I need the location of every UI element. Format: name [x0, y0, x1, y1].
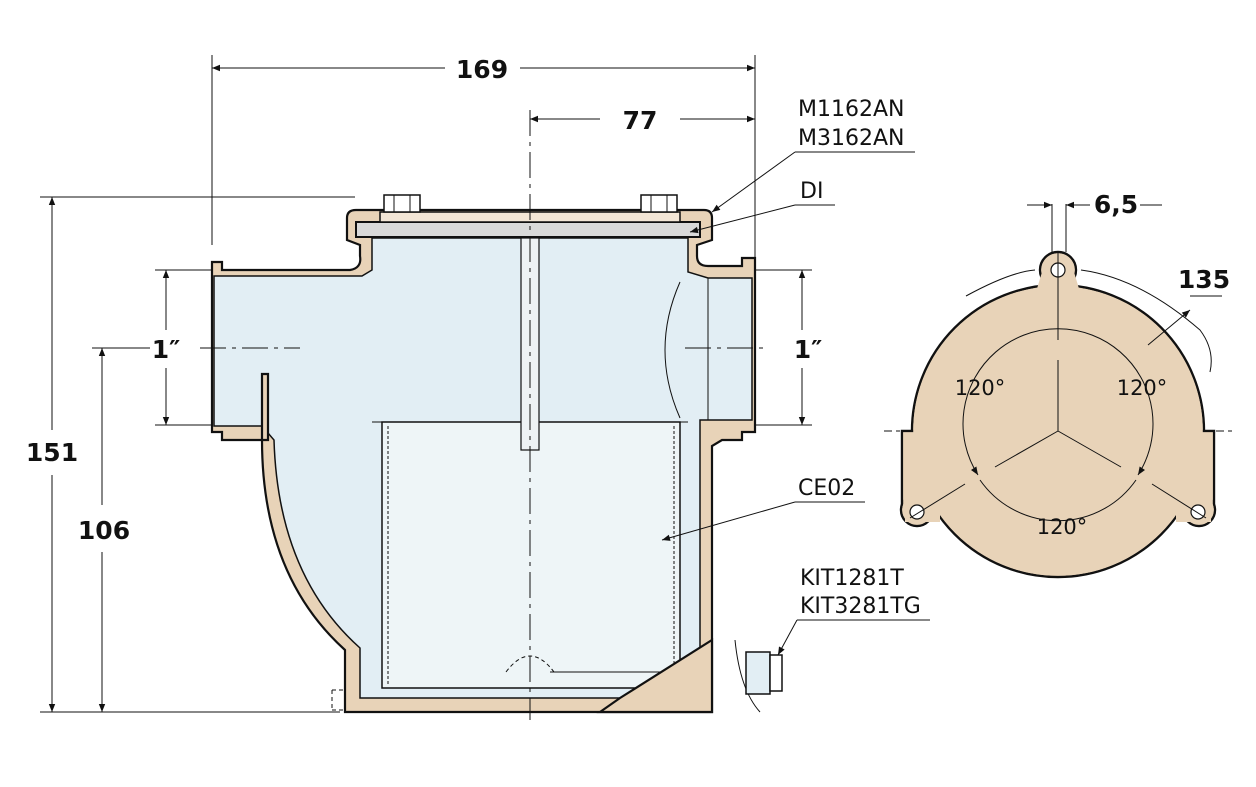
dim-overall-width: 169	[456, 55, 508, 84]
bolt-left	[383, 194, 421, 213]
bolt-right	[640, 194, 678, 213]
gasket-plate	[355, 221, 701, 238]
label-gasket: DI	[800, 179, 823, 204]
dim-bolt-hole: 6,5	[1094, 190, 1138, 219]
label-cover-code-1: M1162AN	[798, 97, 904, 122]
dim-inlet-size: 1″	[152, 335, 181, 364]
drain-plug	[745, 651, 771, 695]
left-port-wall	[260, 372, 270, 442]
angle-bottom: 120°	[1037, 515, 1088, 539]
angle-left: 120°	[955, 376, 1006, 400]
label-filter-cartridge: CE02	[798, 476, 855, 501]
strainer-section-view	[200, 110, 783, 720]
filter-cartridge	[381, 421, 681, 689]
dim-overall-height: 151	[26, 438, 78, 467]
part-callouts	[661, 151, 930, 656]
dim-bolt-circle: 135	[1178, 265, 1230, 294]
dim-center-to-outlet: 77	[623, 106, 658, 135]
dim-outlet-size: 1″	[794, 335, 823, 364]
bolt-hole-right	[1190, 504, 1206, 520]
label-drain-kit-2: KIT3281TG	[800, 594, 921, 619]
flange-top-view	[884, 201, 1232, 579]
angle-right: 120°	[1117, 376, 1168, 400]
label-cover-code-2: M3162AN	[798, 126, 904, 151]
dimension-lines	[40, 55, 812, 713]
dim-port-height: 106	[78, 516, 130, 545]
drain-cutaway	[596, 638, 714, 714]
label-drain-kit-1: KIT1281T	[800, 566, 904, 591]
